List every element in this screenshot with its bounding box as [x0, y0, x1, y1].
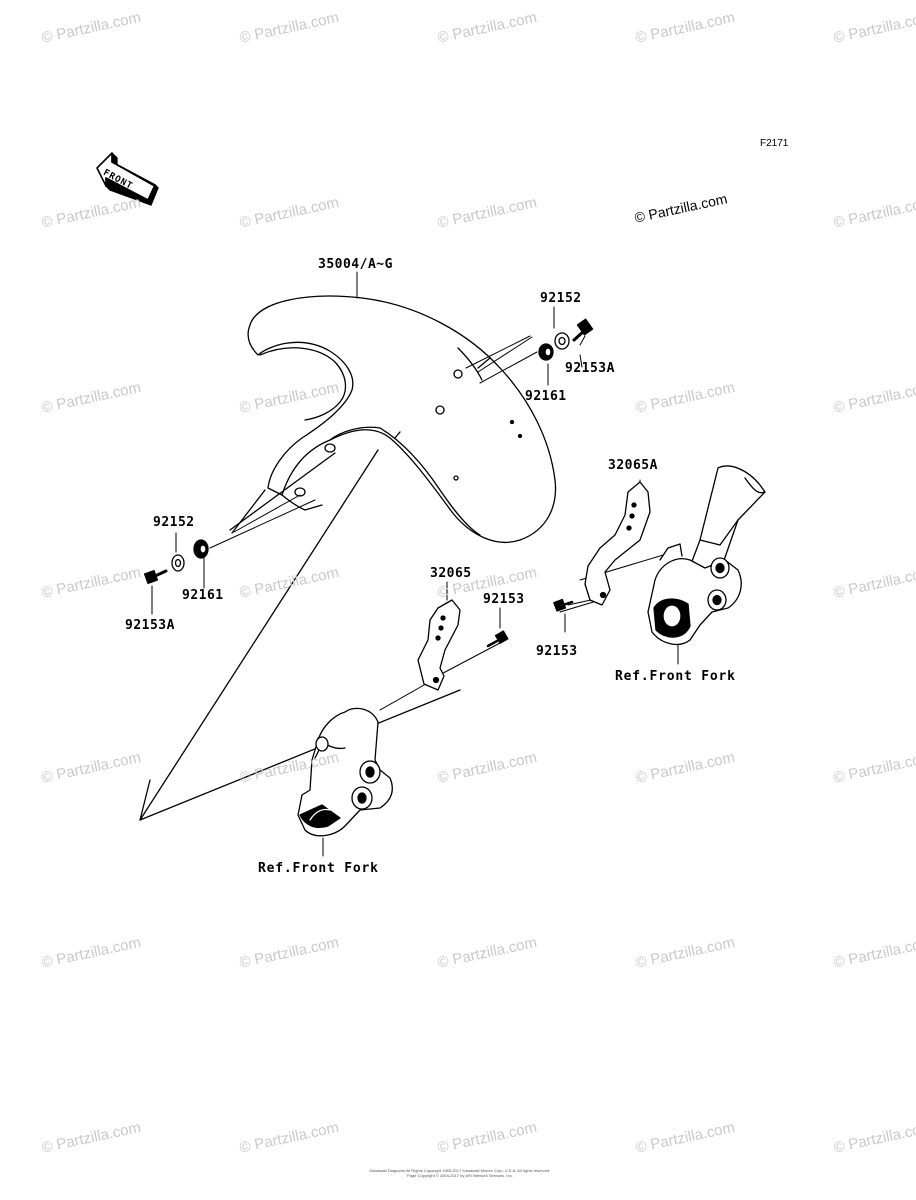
bracket-left-shape: [417, 599, 461, 691]
fineprint-line-2: Page Copyright © 2004-2017 by ARI Networ…: [407, 1173, 513, 1178]
fineprint-line-1: Kawasaki Diagrams All Rights Copyright 1…: [369, 1168, 551, 1173]
bracket-right-shape: [584, 481, 651, 606]
part-label-grommet-right: 92161: [525, 389, 567, 404]
part-label-bolt-bracket-left: 92153: [483, 592, 525, 607]
part-label-bolt-bracket-right: 92153: [536, 644, 578, 659]
front-fender-shape: [247, 295, 557, 544]
figure-id: F2171: [760, 138, 789, 149]
bolt-bracket-right-icon: [553, 598, 574, 612]
washer-left-icon: [171, 554, 185, 572]
part-label-bolt-left: 92153A: [125, 618, 175, 633]
part-label-washer-right: 92152: [540, 291, 582, 306]
bolt-left-icon: [143, 569, 168, 585]
front-arrow-icon: [96, 152, 159, 206]
part-label-grommet-left: 92161: [182, 588, 224, 603]
part-label-bolt-right: 92153A: [565, 361, 615, 376]
copyright-fineprint: Kawasaki Diagrams All Rights Copyright 1…: [340, 1168, 580, 1178]
grommet-left-icon: [193, 539, 209, 559]
front-fork-left-shape: [297, 707, 393, 837]
part-label-fender: 35004/A~G: [318, 257, 393, 272]
bolt-bracket-left-icon: [486, 630, 509, 648]
reference-label-left-fork: Ref.Front Fork: [258, 861, 379, 876]
washer-right-icon: [554, 332, 570, 350]
reference-label-right-fork: Ref.Front Fork: [615, 669, 736, 684]
front-fork-right-shape: [647, 465, 766, 646]
part-label-bracket-left: 32065: [430, 566, 472, 581]
grommet-right-icon: [538, 343, 554, 361]
part-label-washer-left: 92152: [153, 515, 195, 530]
bolt-right-icon: [572, 318, 594, 342]
part-label-bracket-right: 32065A: [608, 458, 658, 473]
